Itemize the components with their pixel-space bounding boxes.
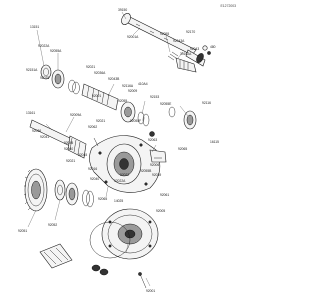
bolt-lower [138, 272, 147, 289]
oil-seal-lower [54, 179, 66, 201]
callout: 92022A [38, 44, 50, 48]
callout: 92036A [94, 71, 106, 75]
callout: 92016 [88, 167, 97, 171]
collar-upper [120, 101, 136, 123]
shim-right [168, 106, 176, 118]
drive-shaft [121, 13, 206, 67]
o-ring-lower [89, 221, 131, 259]
callout: 14025 [114, 199, 123, 203]
callout: 92065 [178, 147, 187, 151]
diagram-code: E1272003 [221, 4, 237, 8]
callout: 92116A [122, 84, 134, 88]
callout: 92001 [92, 94, 101, 98]
callout: 92005 [156, 209, 165, 213]
callout: 92061 [160, 193, 169, 197]
callout: 92055E [160, 102, 172, 106]
callout: 92001A [127, 35, 139, 39]
boot [175, 57, 197, 73]
callout: 92021 [86, 65, 95, 69]
damper-rubber [91, 264, 109, 276]
callout: 92043 [190, 47, 199, 51]
callout: 410A4 [138, 82, 148, 86]
callout: 92052 [48, 223, 57, 227]
final-gear-case [89, 135, 167, 193]
callout: 92051 [18, 229, 27, 233]
callout: 92006 [150, 163, 159, 167]
callout: 92041 [40, 135, 49, 139]
callout: 92039 [152, 173, 161, 177]
pinion-gear [29, 119, 87, 159]
callout: 92055B [140, 169, 152, 173]
callout: 92043B [108, 77, 120, 81]
callout: 92009 [128, 89, 137, 93]
callout: 480 [210, 45, 216, 49]
callout: 39162A [180, 52, 192, 56]
callout: 92045 [78, 153, 87, 157]
ring-gear [23, 168, 48, 212]
callout: 92063 [148, 138, 157, 142]
callout: 92040 [90, 177, 99, 181]
washer-stack-upper [137, 111, 150, 127]
damper-hub [39, 243, 73, 269]
gear-case-cover [101, 208, 159, 260]
bearing-right [183, 110, 197, 130]
callout: 92021 [66, 159, 75, 163]
callout: 92055A [50, 49, 62, 53]
callout: 92170 [186, 30, 195, 34]
callout: 39150 [118, 8, 127, 12]
callout: 92045 [64, 141, 73, 145]
callout: 92009A [70, 113, 82, 117]
callout: 13161 [26, 111, 35, 115]
shaft-small-parts [202, 45, 211, 55]
callout: 92065 [98, 197, 107, 201]
callout: 92021 [96, 119, 105, 123]
bearing-lower [65, 182, 79, 206]
shim-stack-upper [68, 79, 80, 95]
callout: 92040 [64, 147, 73, 151]
callout: 92151A [26, 68, 38, 72]
exploded-parts-diagram: E1272003 [18, 4, 237, 293]
callout: 92022A [114, 179, 126, 183]
callout: 92075 [40, 76, 49, 80]
callout: 13151 [30, 25, 39, 29]
callout: 92116 [202, 101, 211, 105]
callout: 92022 [120, 173, 129, 177]
bearing-upper-left [51, 69, 65, 89]
spring-assembly [167, 51, 179, 61]
small-nut-upper [149, 131, 155, 137]
callout: 92055F [130, 119, 141, 123]
leader-lines [27, 11, 189, 287]
pinion-spring [81, 83, 119, 111]
callout-labels: 39150 92001A 92055 92170 92043A 92043 48… [18, 8, 219, 293]
callout: 92153 [150, 95, 159, 99]
callout: 92036 [32, 129, 41, 133]
callout: 92043A [173, 39, 185, 43]
callout: 92001 [146, 289, 155, 293]
callout: 92055 [160, 32, 169, 36]
oil-seal-upper [40, 64, 52, 80]
callout: 16115 [210, 140, 219, 144]
callout: 92055 [118, 99, 127, 103]
callout: 92062 [88, 125, 97, 129]
spacer-lower [82, 189, 94, 208]
